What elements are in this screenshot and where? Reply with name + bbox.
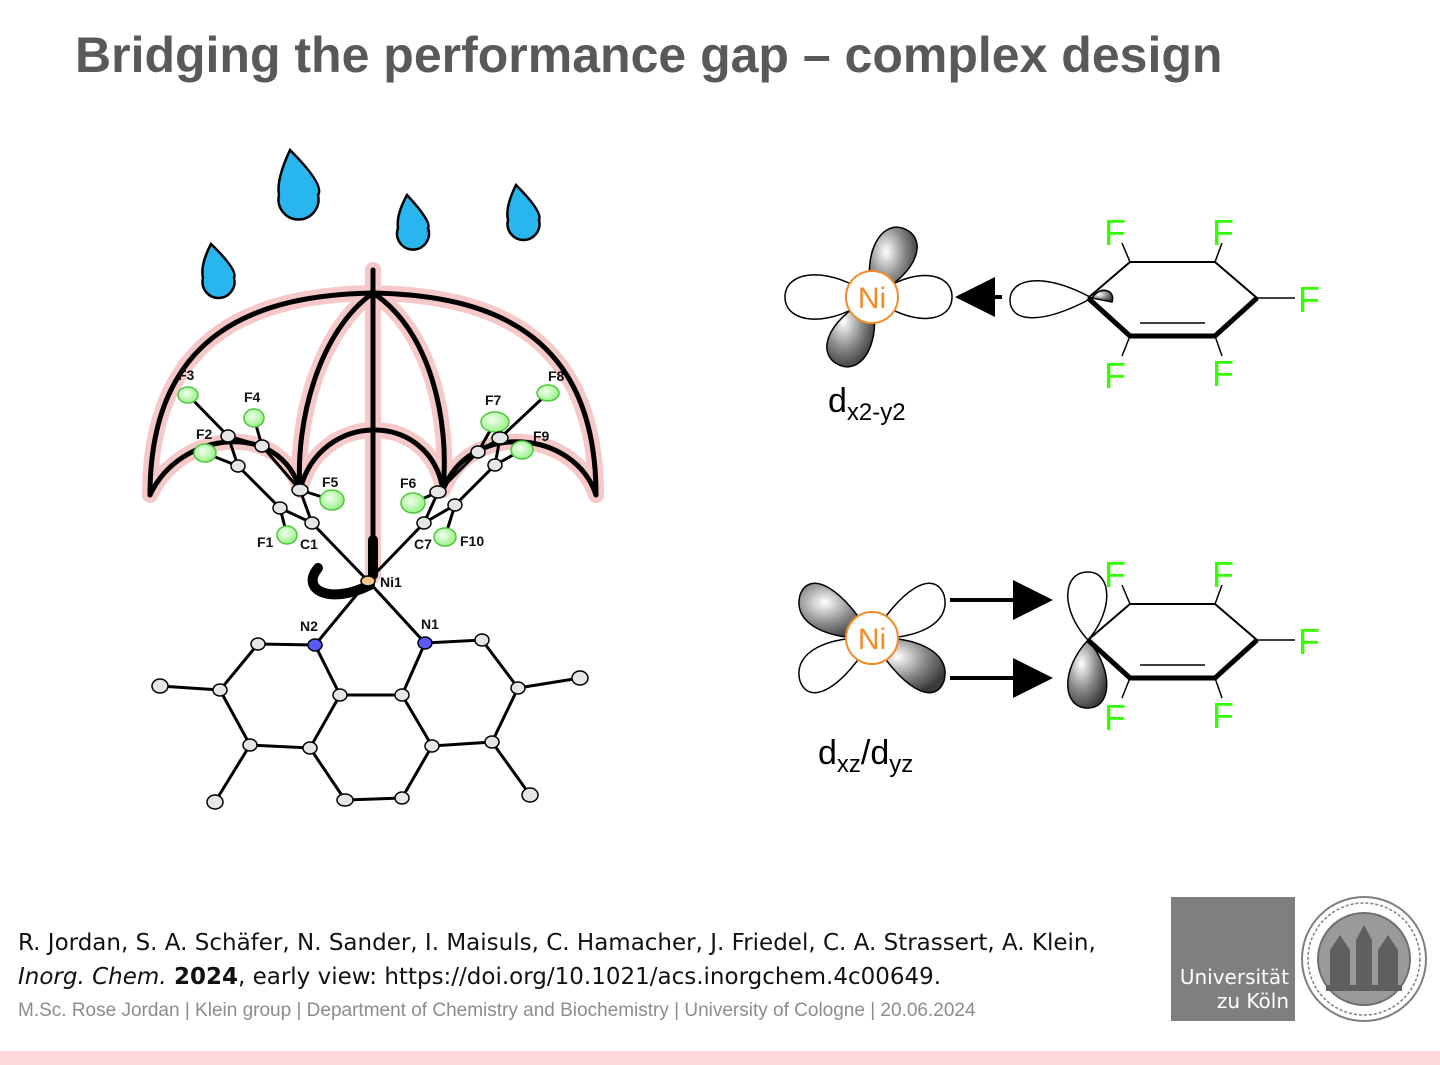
raindrop-icon xyxy=(277,147,321,221)
atom-label: F7 xyxy=(485,392,502,408)
atom-label: N2 xyxy=(300,618,318,634)
reference-year: 2024 xyxy=(173,964,238,990)
reference-details: , early view: https://doi.org/10.1021/ac… xyxy=(237,964,942,990)
fluorine-label: F xyxy=(1212,695,1234,736)
atom-label: F1 xyxy=(257,534,274,550)
raindrops xyxy=(201,147,541,300)
crystal-structure: F3 F4 F2 F5 F1 C1 F6 F7 F8 F9 C7 F10 Ni1… xyxy=(151,367,589,810)
fluorine-label: F xyxy=(1298,279,1320,320)
university-logo: Universität zu Köln xyxy=(1171,897,1295,1021)
atom-label: F6 xyxy=(400,475,417,491)
fluorine-label: F xyxy=(1298,621,1320,662)
reference-source: Inorg. Chem. 2024, early view: https://d… xyxy=(18,960,1096,994)
atom-label: F9 xyxy=(533,428,550,444)
ni-label: Ni xyxy=(858,282,886,315)
university-seal-icon xyxy=(1301,896,1427,1022)
atom-label: F5 xyxy=(322,474,339,490)
atom-label: F8 xyxy=(548,368,565,384)
raindrop-icon xyxy=(201,241,236,300)
fluorine-label: F xyxy=(1104,697,1126,738)
bottom-bar xyxy=(0,1051,1440,1065)
atom-label: F4 xyxy=(244,389,261,405)
atom-label: F2 xyxy=(196,426,213,442)
fluorine-label: F xyxy=(1212,212,1234,253)
atom-label: N1 xyxy=(421,616,439,632)
atom-label: F10 xyxy=(460,533,484,549)
slide-footer: M.Sc. Rose Jordan | Klein group | Depart… xyxy=(18,1000,976,1021)
orbital-diagram-sigma: Ni F F F F F dx2-y2 xyxy=(784,212,1320,426)
umbrella-icon xyxy=(142,262,604,600)
fluorine-label: F xyxy=(1104,212,1126,253)
orbital-diagram-pi: Ni F F F F F dxz/dyz xyxy=(798,554,1320,778)
orbital-label-dxz-dyz: dxz/dyz xyxy=(818,734,913,778)
reference-journal: Inorg. Chem. xyxy=(18,964,167,990)
reference-authors: R. Jordan, S. A. Schäfer, N. Sander, I. … xyxy=(18,930,1096,956)
atom-label: C7 xyxy=(414,536,432,552)
atom-label: C1 xyxy=(300,536,318,552)
fluorine-label: F xyxy=(1104,355,1126,396)
reference-citation: R. Jordan, S. A. Schäfer, N. Sander, I. … xyxy=(18,926,1096,994)
slide-title: Bridging the performance gap – complex d… xyxy=(75,27,1223,83)
logo-line-1: Universität xyxy=(1179,965,1289,989)
fluorine-label: F xyxy=(1212,554,1234,595)
atom-label: F3 xyxy=(178,367,195,383)
fluorine-label: F xyxy=(1212,353,1234,394)
orbital-label-dx2y2: dx2-y2 xyxy=(828,382,906,426)
ni-label: Ni xyxy=(858,623,886,656)
raindrop-icon xyxy=(395,192,431,251)
fluorine-label: F xyxy=(1104,554,1126,595)
raindrop-icon xyxy=(506,182,541,242)
atom-label: Ni1 xyxy=(380,574,402,590)
logo-line-2: zu Köln xyxy=(1216,989,1289,1013)
